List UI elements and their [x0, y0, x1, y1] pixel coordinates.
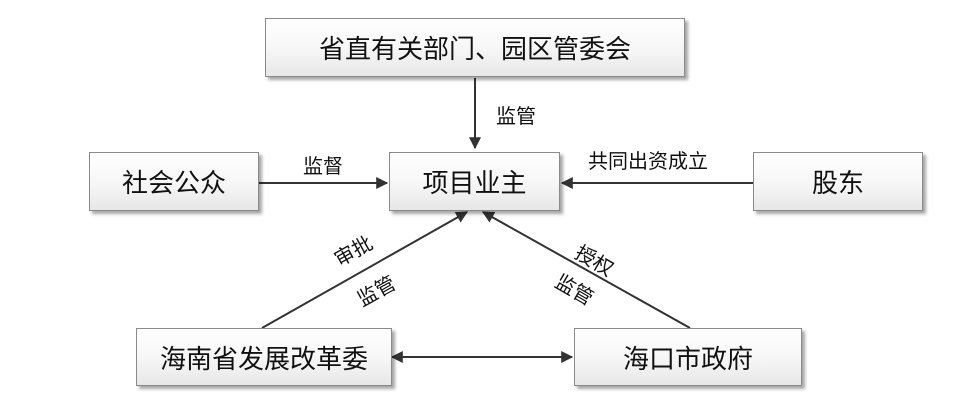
arrow-city-to-owner	[481, 211, 691, 329]
node-owner: 项目业主	[389, 152, 560, 211]
node-city-label: 海口市政府	[622, 344, 753, 375]
node-public-label: 社会公众	[121, 169, 226, 199]
node-dept: 省直有关部门、园区管委会	[265, 18, 685, 77]
edge-label-shareholder-fund: 共同出资成立	[588, 149, 708, 173]
node-ndrc: 海南省发展改革委	[136, 328, 392, 386]
node-city: 海口市政府	[574, 328, 802, 386]
arrow-ndrc-to-owner	[261, 211, 469, 329]
edge-label-dept-supervise: 监管	[496, 104, 536, 128]
node-public: 社会公众	[89, 152, 259, 211]
node-ndrc-label: 海南省发展改革委	[159, 344, 368, 375]
node-owner-label: 项目业主	[422, 169, 527, 199]
node-shareholder: 股东	[753, 152, 923, 211]
node-dept-label: 省直有关部门、园区管委会	[318, 35, 631, 65]
edge-label-public-oversee: 监督	[303, 154, 343, 178]
node-shareholder-label: 股东	[811, 169, 864, 199]
